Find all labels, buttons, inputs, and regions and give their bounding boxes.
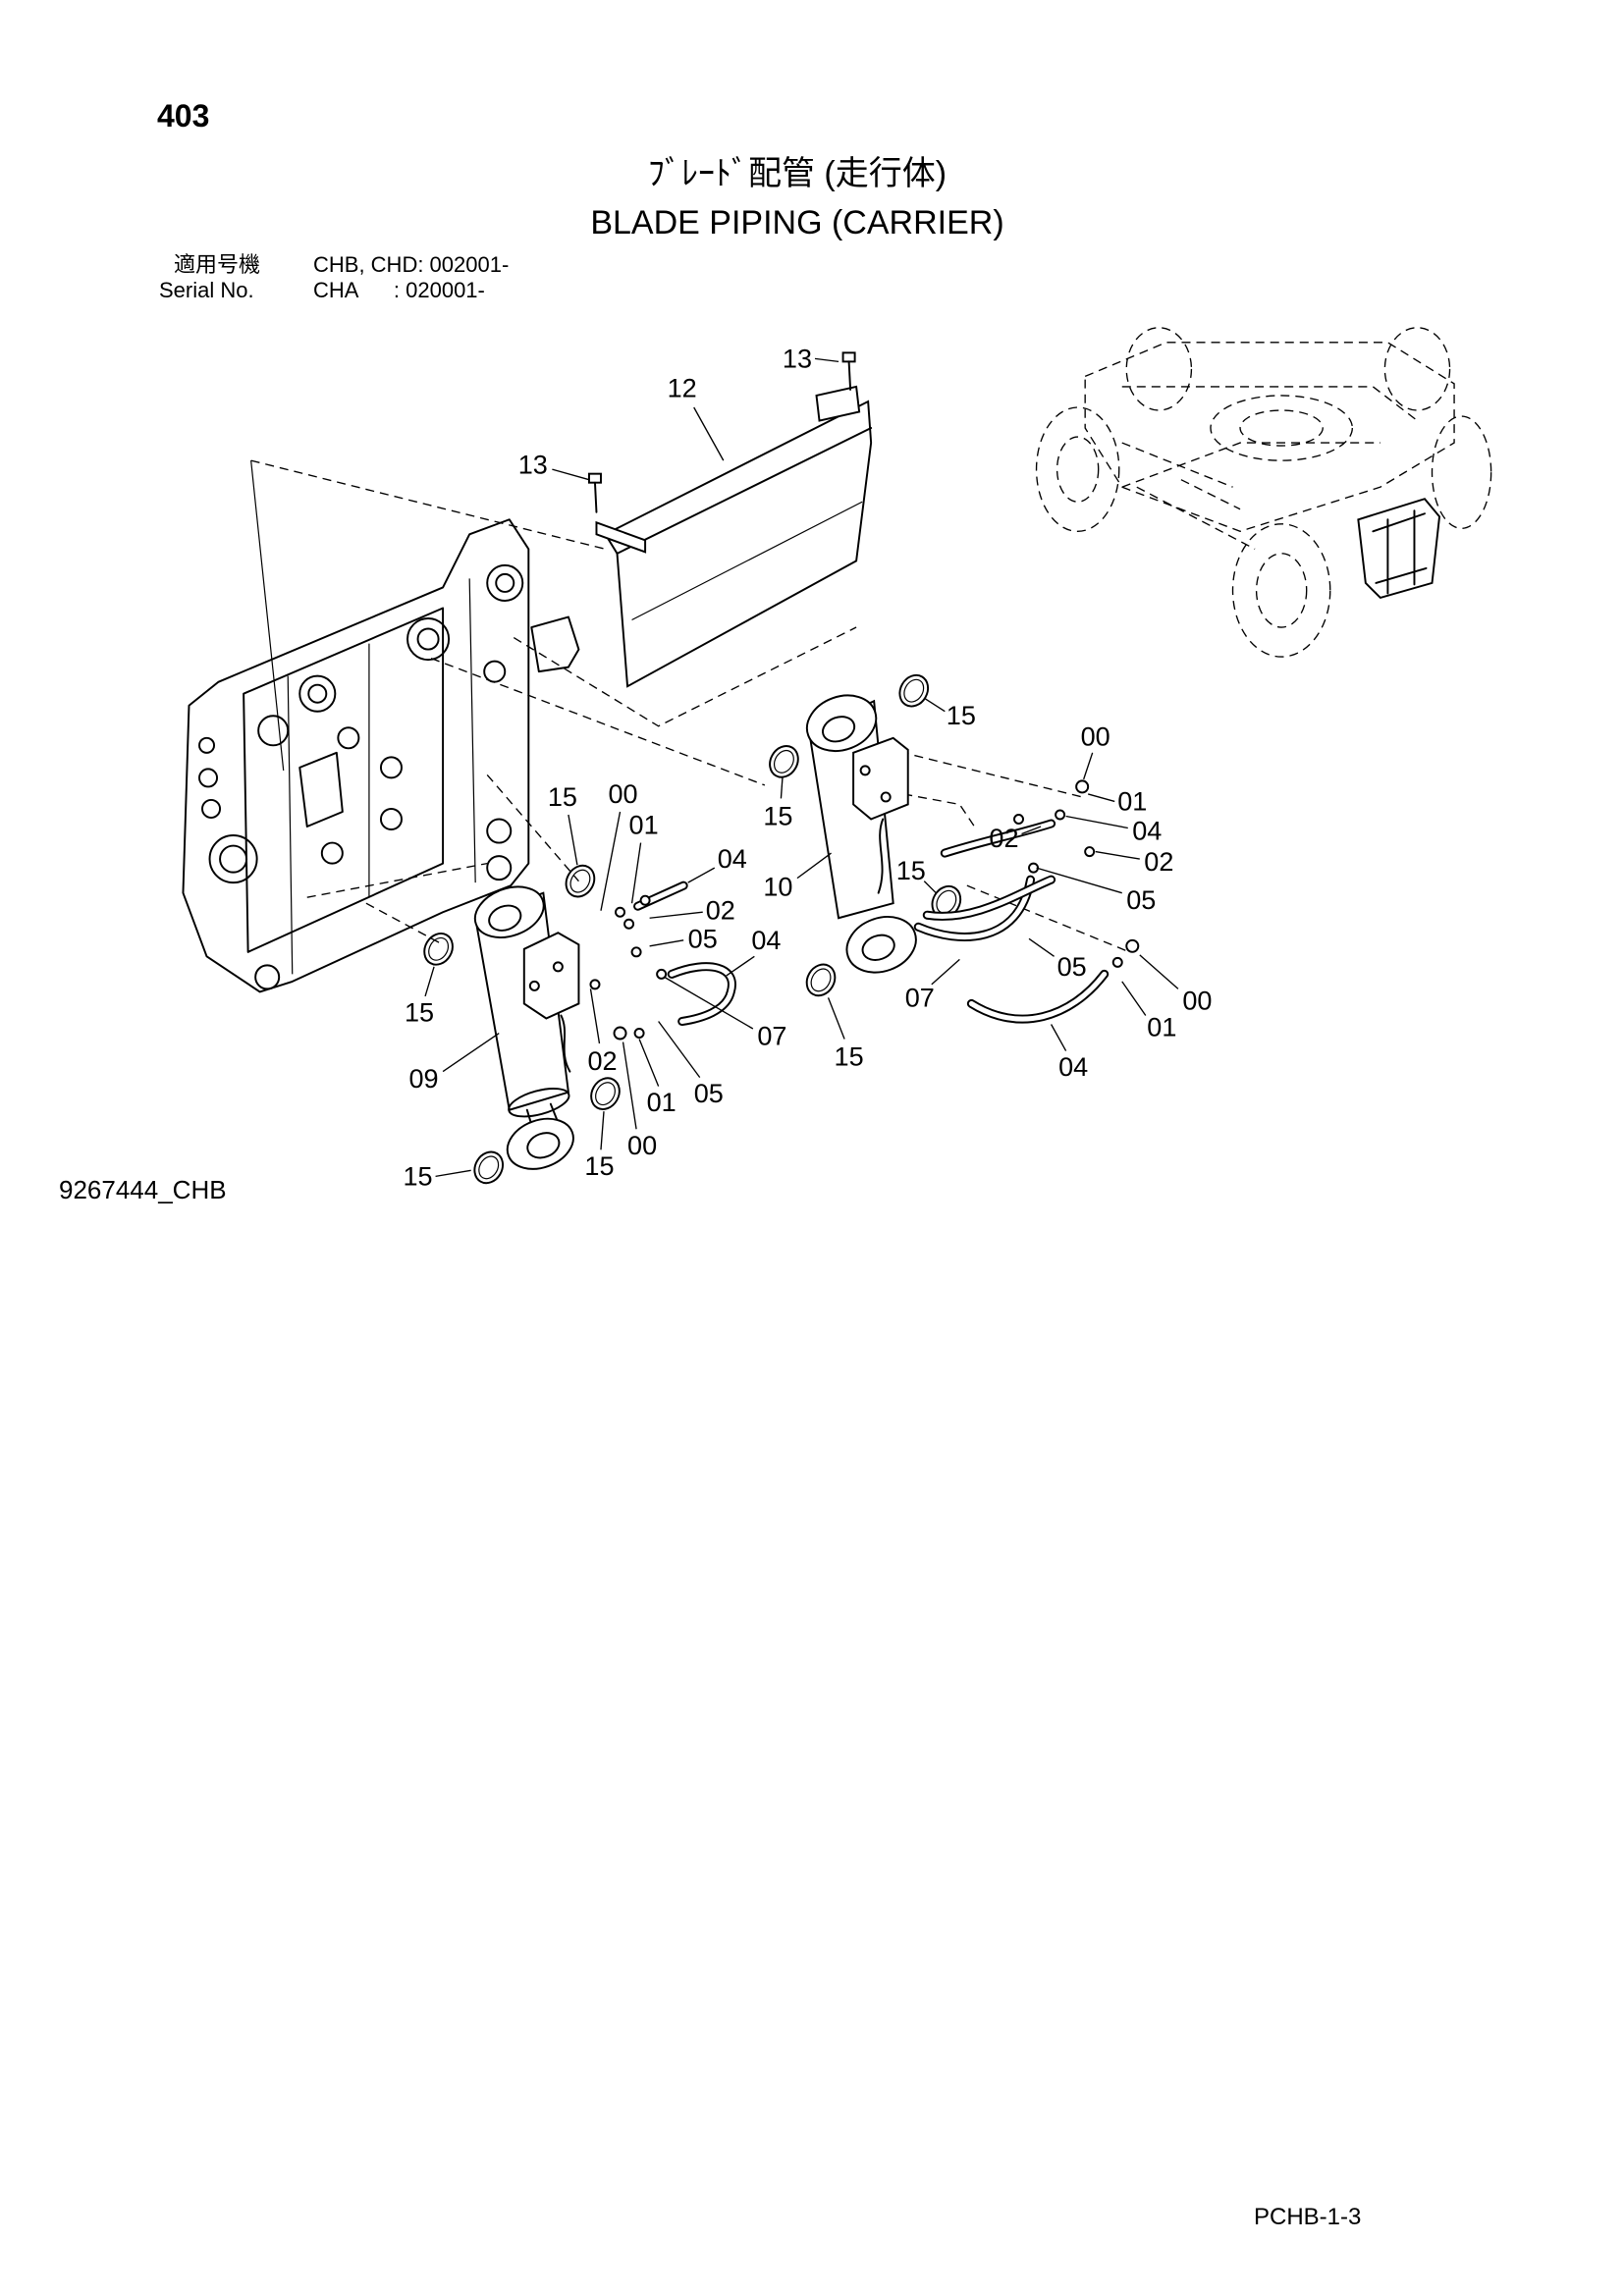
assembly-lines — [250, 459, 1130, 953]
part-callout: 00 — [1081, 721, 1110, 751]
part-callout: 15 — [947, 701, 976, 730]
part-callout: 15 — [763, 801, 792, 830]
part-callout: 07 — [905, 983, 935, 1012]
part-callout: 01 — [629, 811, 659, 840]
part-callout: 13 — [518, 451, 548, 480]
part-callout: 15 — [896, 856, 926, 885]
part-callout: 02 — [706, 896, 735, 926]
part-callouts: 13 12 13 15 00 01 04 02 02 05 15 10 15 1… — [403, 344, 1212, 1191]
part-callout: 15 — [405, 997, 434, 1027]
part-callout: 00 — [1182, 986, 1212, 1015]
blade-frame — [182, 518, 580, 993]
part-callout: 13 — [783, 344, 812, 373]
bolt-13-top — [841, 351, 856, 391]
o-ring — [769, 745, 799, 778]
page-number: 403 — [157, 98, 210, 133]
part-callout: 02 — [1144, 847, 1173, 877]
part-callout: 04 — [751, 926, 781, 955]
part-callout: 04 — [718, 844, 747, 874]
serial-number-label: Serial No. — [159, 278, 254, 302]
part-callout: 02 — [989, 824, 1018, 853]
o-ring — [898, 673, 930, 708]
part-callout: 05 — [1057, 952, 1087, 982]
part-callout: 12 — [668, 373, 697, 402]
part-callout: 05 — [688, 924, 718, 953]
o-ring — [805, 963, 837, 997]
part-callout: 15 — [584, 1151, 614, 1181]
leader-lines — [424, 357, 1179, 1178]
part-callout: 02 — [587, 1046, 617, 1076]
applicable-model-value: CHB, CHD: 002001- — [313, 252, 510, 277]
o-rings-15 — [423, 673, 962, 1185]
part-callout: 15 — [548, 782, 577, 812]
page-title-english: BLADE PIPING (CARRIER) — [590, 204, 1004, 241]
serial-number-value: CHA : 020001- — [313, 278, 485, 302]
part-callout: 04 — [1132, 817, 1162, 846]
cylinder-10 — [805, 694, 917, 974]
part-callout: 04 — [1058, 1052, 1088, 1082]
page-code: PCHB-1-3 — [1254, 2204, 1362, 2230]
applicable-model-label: 適用号機 — [174, 252, 261, 277]
part-callout: 01 — [647, 1088, 677, 1117]
part-callout: 15 — [403, 1161, 432, 1191]
part-callout: 09 — [409, 1064, 439, 1094]
figure-id: 9267444_CHB — [59, 1175, 227, 1204]
o-ring — [473, 1150, 505, 1185]
cover-12 — [595, 385, 873, 688]
o-ring — [590, 1077, 621, 1110]
cylinder-09 — [473, 885, 580, 1170]
part-callout: 10 — [763, 873, 792, 902]
bolt-13-left — [587, 472, 602, 513]
fittings — [589, 779, 1140, 1041]
part-callout: 01 — [1147, 1013, 1176, 1042]
part-callout: 05 — [1126, 885, 1156, 915]
part-callout: 05 — [694, 1079, 724, 1108]
part-callout: 15 — [835, 1042, 864, 1072]
carrier-overview-sketch — [1035, 327, 1492, 658]
part-callout: 00 — [627, 1131, 657, 1160]
part-callout: 00 — [608, 779, 637, 809]
page-title-japanese: ﾌﾞﾚｰﾄﾞ配管 (走行体) — [647, 155, 947, 192]
o-ring — [565, 864, 596, 898]
part-callout: 01 — [1117, 786, 1147, 816]
o-ring — [423, 932, 454, 966]
part-callout: 07 — [757, 1022, 786, 1051]
